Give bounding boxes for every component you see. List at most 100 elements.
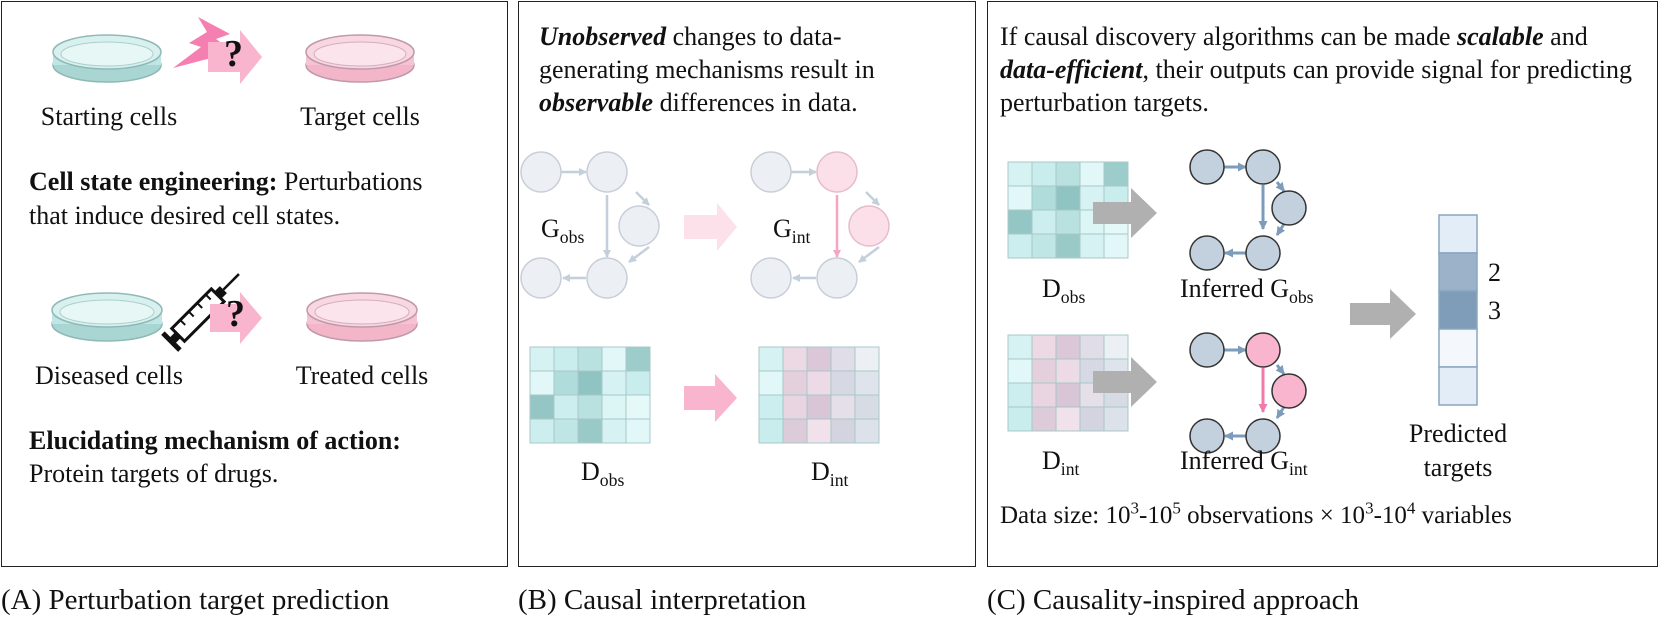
matrix-cell: [1055, 233, 1081, 259]
matrix-cell: [601, 346, 627, 372]
matrix-cell: [830, 370, 856, 396]
matrix-cell: [529, 370, 555, 396]
arrow-right-icon: [208, 30, 262, 84]
matrix-cell: [553, 346, 579, 372]
emph-unobserved: Unobserved: [539, 22, 667, 51]
d-obs-label: Dobs: [581, 457, 625, 491]
syringe-icon: [161, 273, 240, 352]
matrix-cell: [625, 394, 651, 420]
treated-cells-label: Treated cells: [295, 361, 429, 390]
inferred-g-int-label: Inferred Gint: [1180, 446, 1308, 480]
matrix-cell: [1055, 161, 1081, 187]
matrix-cell: [782, 370, 808, 396]
matrix-cell: [1055, 358, 1081, 384]
question-mark: ?: [226, 293, 245, 335]
matrix-cell: [1007, 209, 1033, 235]
petri-dish-icon: [52, 34, 162, 83]
inferred-g-obs-label: Inferred Gobs: [1180, 274, 1314, 308]
matrix-cell: [758, 346, 784, 372]
matrix-cell: [806, 394, 832, 420]
matrix-cell: [1007, 406, 1033, 432]
matrix-cell: [854, 394, 880, 420]
matrix-cell: [601, 370, 627, 396]
matrix-cell: [782, 418, 808, 444]
matrix-cell: [1007, 233, 1033, 259]
matrix-cell: [806, 418, 832, 444]
cse-line2: that induce desired cell states.: [29, 201, 341, 230]
matrix-cell: [1031, 406, 1057, 432]
matrix-cell: [577, 370, 603, 396]
matrix-cell: [854, 418, 880, 444]
matrix-cell: [1103, 334, 1129, 360]
matrix-cell: [577, 418, 603, 444]
matrix-cell: [758, 370, 784, 396]
matrix-cell: [1031, 358, 1057, 384]
matrix-cell: [553, 394, 579, 420]
matrix-cell: [1007, 334, 1033, 360]
matrix-cell: [625, 370, 651, 396]
matrix-cell: [1103, 233, 1129, 259]
matrix-cell: [1055, 406, 1081, 432]
matrix-cell: [782, 394, 808, 420]
matrix-cell: [1103, 161, 1129, 187]
matrix-cell: [625, 346, 651, 372]
matrix-cell: [1031, 334, 1057, 360]
panel-b: Unobserved changes to data-generating me…: [518, 1, 976, 567]
moa-line2: Protein targets of drugs.: [29, 459, 279, 488]
arrow-right-icon: [1350, 289, 1416, 339]
g-obs-label: Gobs: [541, 214, 585, 248]
predicted-label-line2: targets: [1423, 453, 1493, 482]
matrix-cell: [577, 394, 603, 420]
emph-scalable: scalable: [1457, 22, 1544, 51]
moa-heading: Elucidating mechanism of action:: [29, 426, 401, 455]
matrix-cell: [854, 346, 880, 372]
matrix-d-int: [1007, 334, 1129, 432]
matrix-cell: [529, 418, 555, 444]
matrix-cell: [806, 370, 832, 396]
matrix-cell: [758, 394, 784, 420]
caption-a: (A) Perturbation target prediction: [1, 584, 390, 616]
target-cells-label: Target cells: [300, 102, 420, 131]
panel-b-art: [520, 151, 890, 444]
matrix-cell: [1055, 209, 1081, 235]
matrix-cell: [1007, 161, 1033, 187]
cse-text: Perturbations: [277, 167, 423, 196]
matrix-cell: [830, 346, 856, 372]
intro-and: and: [1543, 22, 1588, 51]
matrix-cell: [577, 346, 603, 372]
matrix-cell: [1031, 209, 1057, 235]
intro-end: , their outputs can provide signal for p…: [1000, 55, 1633, 117]
matrix-cell: [1007, 185, 1033, 211]
matrix-cell: [1031, 233, 1057, 259]
matrix-cell: [601, 394, 627, 420]
matrix-cell: [1031, 185, 1057, 211]
panel-a: ? ? Starting cells Target cells Cell sta…: [1, 1, 508, 567]
matrix-cell: [1055, 185, 1081, 211]
matrix-cell: [529, 346, 555, 372]
panel-c: If causal discovery algorithms can be ma…: [987, 1, 1658, 567]
graph-inferred-g-obs: [1189, 149, 1307, 271]
target-rank-2: 2: [1488, 258, 1501, 287]
matrix-cell: [1079, 406, 1105, 432]
target-rank-3: 3: [1488, 296, 1501, 325]
graph-g-obs: [520, 151, 660, 299]
c-d-int-label: Dint: [1042, 446, 1080, 480]
caption-c: (C) Causality-inspired approach: [987, 584, 1360, 616]
starting-cells-label: Starting cells: [40, 102, 178, 131]
matrix-cell: [1079, 161, 1105, 187]
cse-line1: Cell state engineering: Perturbations: [29, 165, 423, 198]
emph-observable: observable: [539, 88, 654, 117]
matrix-cell: [830, 394, 856, 420]
matrix-d-int: [758, 346, 880, 444]
matrix-cell: [553, 370, 579, 396]
matrix-cell: [758, 418, 784, 444]
matrix-cell: [1055, 382, 1081, 408]
panel-b-intro: Unobserved changes to data-generating me…: [539, 20, 939, 119]
matrix-d-obs: [529, 346, 651, 444]
matrix-cell: [1007, 358, 1033, 384]
matrix-cell: [854, 370, 880, 396]
predicted-label-line1: Predicted: [1408, 419, 1508, 448]
arrow-right-icon: [1093, 357, 1157, 407]
arrow-right-icon: [684, 203, 737, 251]
matrix-cell: [1103, 406, 1129, 432]
